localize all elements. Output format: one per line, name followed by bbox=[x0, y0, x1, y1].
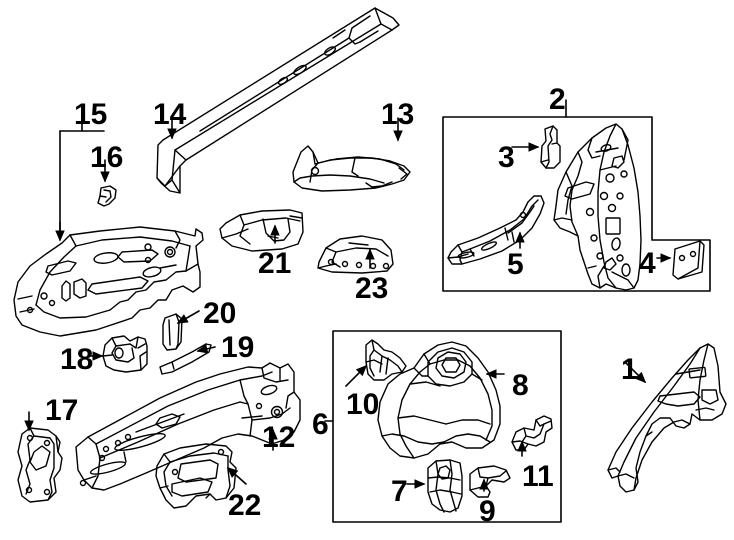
part-16-clip-bracket bbox=[97, 185, 117, 207]
callout-label-4[interactable]: 4 bbox=[639, 247, 656, 280]
callout-label-20[interactable]: 20 bbox=[203, 297, 237, 330]
part-17-torque-box-bracket bbox=[17, 427, 63, 503]
arrow-19 bbox=[196, 344, 216, 354]
part-22-engine-mount-reinforcement bbox=[155, 443, 237, 509]
callout-label-22[interactable]: 22 bbox=[228, 489, 262, 522]
part-18-body-mount-bracket bbox=[102, 335, 148, 373]
callout-label-12[interactable]: 12 bbox=[262, 421, 296, 454]
arrow-20 bbox=[176, 310, 200, 324]
part-11-small-mount-bracket bbox=[511, 415, 553, 451]
callout-label-6[interactable]: 6 bbox=[312, 408, 329, 441]
arrow-10 bbox=[345, 364, 368, 387]
part-15-rocker-inner-panel bbox=[13, 226, 204, 337]
arrow-1 bbox=[624, 361, 647, 384]
callout-label-17[interactable]: 17 bbox=[45, 394, 79, 427]
callout-label-14[interactable]: 14 bbox=[153, 98, 187, 131]
callout-label-11[interactable]: 11 bbox=[522, 460, 554, 493]
callout-label-9[interactable]: 9 bbox=[479, 495, 496, 528]
part-23-lower-cowl-brace bbox=[317, 235, 394, 274]
callout-label-7[interactable]: 7 bbox=[391, 475, 408, 508]
part-7-apron-side-reinforcement bbox=[427, 459, 463, 513]
part-5-rocker-extension-panel bbox=[447, 195, 545, 265]
callout-label-15[interactable]: 15 bbox=[74, 98, 108, 131]
part-13-cowl-crossmember bbox=[292, 145, 411, 192]
callout-label-3[interactable]: 3 bbox=[498, 141, 515, 174]
part-9-lower-bracket bbox=[469, 465, 511, 498]
callout-label-16[interactable]: 16 bbox=[90, 141, 124, 174]
callout-label-5[interactable]: 5 bbox=[507, 248, 524, 281]
callout-label-18[interactable]: 18 bbox=[60, 343, 94, 376]
part-12-front-side-rail bbox=[75, 362, 301, 491]
part-21-cowl-side-panel bbox=[219, 209, 304, 252]
callout-label-21[interactable]: 21 bbox=[258, 247, 292, 280]
callout-label-23[interactable]: 23 bbox=[355, 272, 389, 305]
callout-label-8[interactable]: 8 bbox=[512, 369, 529, 402]
callout-label-2[interactable]: 2 bbox=[549, 83, 566, 116]
part-14-rocker-outer-sill bbox=[156, 7, 400, 194]
callout-label-1[interactable]: 1 bbox=[621, 353, 638, 386]
part-1-fender-rail-brace bbox=[607, 343, 727, 493]
callout-label-10[interactable]: 10 bbox=[346, 388, 380, 421]
group-box-2 bbox=[442, 116, 711, 292]
part-4-striker-plate bbox=[672, 240, 705, 280]
part-8-shock-tower-wheelhouse bbox=[377, 341, 501, 459]
bracket-15 bbox=[59, 117, 105, 232]
callout-label-19[interactable]: 19 bbox=[221, 331, 255, 364]
arrow-22 bbox=[226, 466, 247, 485]
part-19-stiffener-strip bbox=[159, 343, 212, 375]
part-3-upper-reinforcement-bracket bbox=[540, 125, 561, 169]
part-10-upper-apron-bracket bbox=[365, 339, 407, 381]
group-box-6 bbox=[332, 330, 562, 523]
part-20-gusset-bracket bbox=[162, 313, 183, 351]
callout-label-13[interactable]: 13 bbox=[381, 98, 415, 131]
part-2-hinge-pillar-panel bbox=[553, 123, 642, 291]
